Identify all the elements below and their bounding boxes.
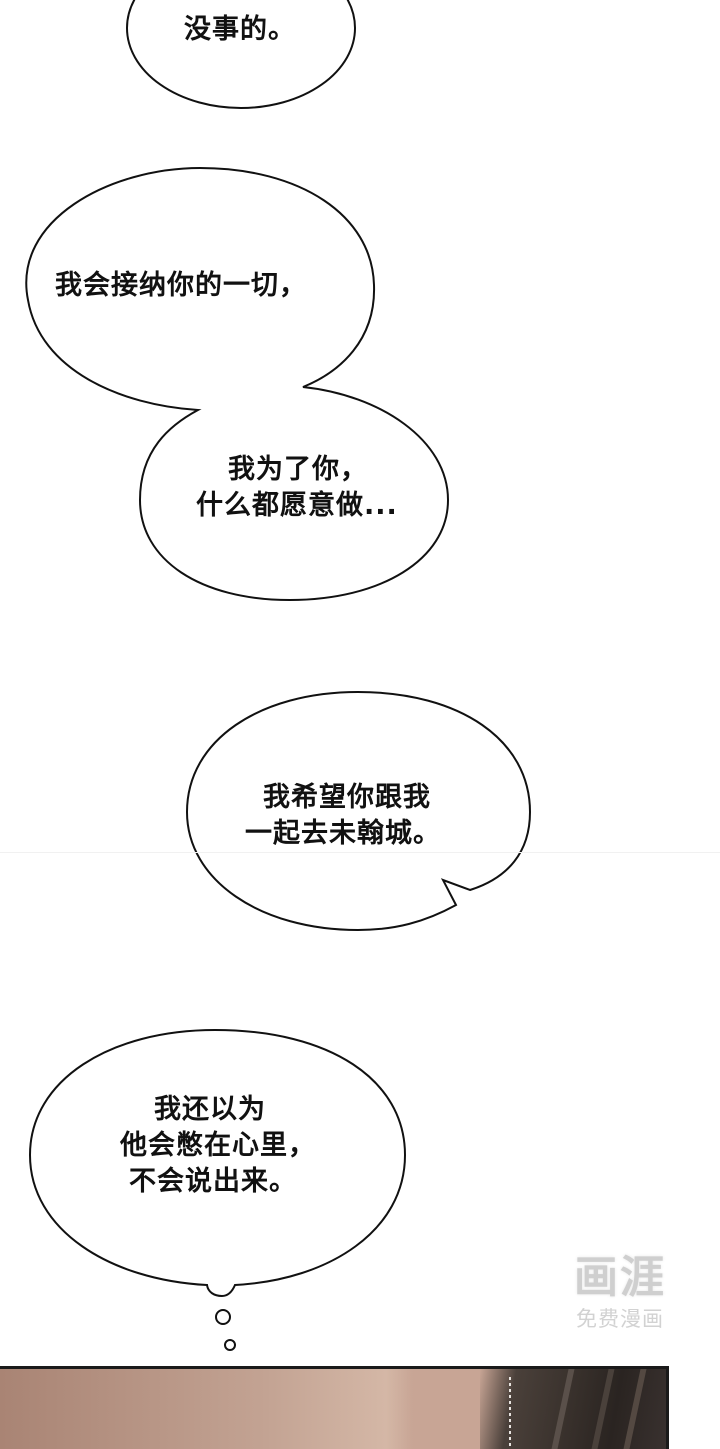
bubble-line: 我会接纳你的一切，	[55, 270, 307, 301]
bubble-4-shape	[28, 1028, 407, 1298]
panel-gutter-line	[0, 852, 720, 853]
bubble-4-text: 我还以为 他会憋在心里， 不会说出来。	[98, 1092, 338, 1200]
bubble-line: 没事的。	[184, 14, 296, 45]
comic-panel-artwork	[0, 1366, 669, 1449]
bubble-3-text: 我希望你跟我 一起去未翰城。	[245, 780, 475, 852]
bubble-line: 他会憋在心里，	[120, 1130, 316, 1161]
thought-dot-large	[215, 1309, 231, 1325]
bubble-line: 不会说出来。	[129, 1166, 297, 1197]
bubble-1-text: 没事的。	[175, 12, 305, 48]
bubble-2a-text: 我会接纳你的一切，	[55, 268, 345, 304]
watermark-subtitle: 免费漫画	[576, 1307, 664, 1331]
bubble-3-shape	[185, 690, 532, 932]
bubble-line: 我希望你跟我	[263, 782, 431, 813]
thought-dot-small	[224, 1339, 236, 1351]
bubble-line: 什么都愿意做...	[196, 490, 398, 521]
watermark-logo: 画涯	[574, 1252, 666, 1303]
bubble-1-shape	[126, 0, 356, 109]
bubble-line: 我为了你，	[228, 454, 368, 485]
bubble-line: 我还以为	[154, 1094, 266, 1125]
bubble-2-shape	[25, 166, 450, 602]
bubble-line: 一起去未翰城。	[245, 818, 441, 849]
earring-chain	[509, 1377, 511, 1447]
watermark: 画涯 免费漫画	[560, 1250, 680, 1350]
bubble-2b-text: 我为了你， 什么都愿意做...	[196, 452, 436, 524]
